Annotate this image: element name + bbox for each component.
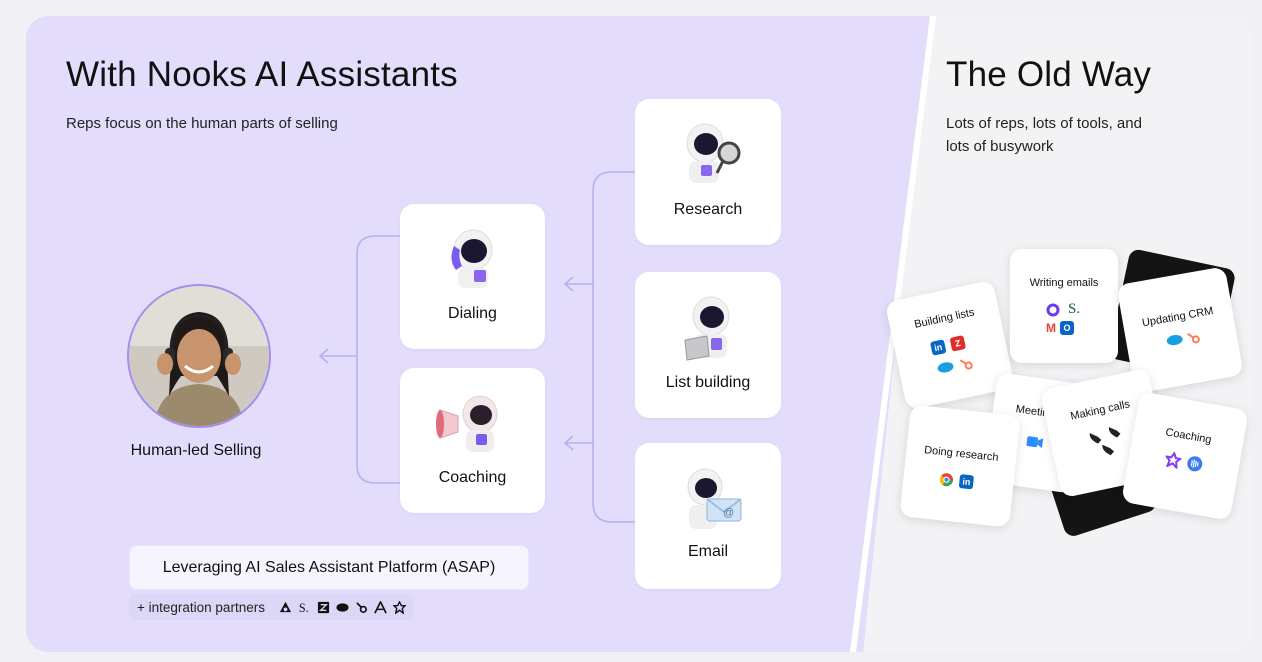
- astronaut-megaphone-icon: [436, 395, 498, 452]
- linkedin-icon: in: [958, 474, 975, 490]
- outlook-icon: O: [1060, 321, 1074, 335]
- human-avatar: [127, 284, 271, 428]
- nooks-subtitle: Reps focus on the human parts of selling: [66, 115, 338, 132]
- tile-building-lists-logos: in Z: [929, 335, 967, 356]
- integration-partners-label: + integration partners: [137, 599, 265, 615]
- coaching-card: Coaching: [400, 368, 545, 513]
- tile-building-lists: Building lists in Z: [884, 279, 1016, 411]
- phone-icons: [1089, 427, 1121, 456]
- tile-writing-emails-logos: S.: [1046, 301, 1080, 318]
- tile-coaching-label: Coaching: [1164, 426, 1213, 447]
- salesforce-icon: [937, 362, 954, 373]
- right-bracket-line: [592, 171, 635, 523]
- outreach-icon: [1046, 303, 1060, 316]
- coaching-label: Coaching: [438, 469, 507, 486]
- arrow-to-coaching-head: [563, 435, 574, 451]
- hubspot-icon: [959, 359, 973, 370]
- email-card: @ Email: [635, 443, 781, 589]
- zoom-icon: [1026, 436, 1044, 449]
- arrow-to-dialing-head: [563, 276, 574, 292]
- tile-writing-emails: Writing emails S. M O: [1010, 249, 1118, 363]
- asap-platform-box: Leveraging AI Sales Assistant Platform (…: [129, 545, 529, 590]
- tile-doing-research: Doing research in: [899, 404, 1021, 528]
- tile-writing-emails-logos-2: M O: [1046, 321, 1074, 335]
- tile-making-calls: Making calls: [1039, 367, 1171, 499]
- hubspot-icon: [356, 601, 367, 613]
- gmail-icon: M: [1046, 321, 1056, 335]
- astronaut-envelope-icon: [687, 468, 742, 529]
- tile-meetings: Meetings: [982, 372, 1088, 494]
- tile-coaching-logos: [1164, 450, 1204, 473]
- zoominfo-icon: [317, 601, 330, 613]
- tile-building-lists-label: Building lists: [913, 306, 976, 331]
- list-building-label: List building: [665, 374, 751, 391]
- linkedin-icon: in: [929, 339, 947, 356]
- old-way-subtitle-line1: Lots of reps, lots of tools, and: [946, 115, 1142, 132]
- dialing-label: Dialing: [448, 305, 497, 322]
- old-way-subtitle-line2: lots of busywork: [946, 138, 1054, 155]
- salesloft-icon: S.: [1068, 301, 1081, 317]
- astronaut-phone-icon: [451, 229, 493, 288]
- old-way-title: The Old Way: [946, 55, 1152, 94]
- chrome-icon: [939, 473, 953, 487]
- gong-icon: [392, 600, 406, 614]
- research-card: Research: [635, 99, 781, 245]
- dialing-card: Dialing: [400, 204, 545, 349]
- gong-icon: [1164, 450, 1183, 470]
- nooks-title: With Nooks AI Assistants: [66, 55, 458, 94]
- list-building-card: List building: [635, 272, 781, 418]
- svg-text:S.: S.: [299, 601, 309, 614]
- tile-doing-research-label: Doing research: [923, 444, 999, 464]
- tile-doing-research-logos: in: [939, 472, 975, 490]
- salesforce-icon: [336, 602, 349, 612]
- integration-partners-bar: + integration partners S.: [129, 594, 414, 620]
- zoominfo-icon: Z: [949, 335, 967, 352]
- tile-updating-crm-label: Updating CRM: [1141, 305, 1215, 330]
- partner-logos: S.: [279, 600, 406, 614]
- salesloft-icon: S.: [299, 601, 309, 614]
- salesforce-icon: [1166, 334, 1183, 346]
- hubspot-icon: [1187, 332, 1200, 344]
- tile-coaching: Coaching: [1121, 391, 1249, 521]
- astronaut-magnifier-icon: [686, 123, 741, 183]
- astronaut-laptop-icon: [684, 296, 730, 361]
- research-label: Research: [673, 201, 743, 218]
- tile-writing-emails-label: Writing emails: [1029, 277, 1099, 289]
- person-with-headset-icon: [129, 286, 269, 426]
- tile-building-lists-logos-2: [936, 356, 974, 377]
- partner-drop-icon: [279, 601, 292, 612]
- tile-updating-crm: Updating CRM: [1116, 266, 1244, 394]
- arrow-to-human-head: [318, 348, 329, 364]
- apollo-icon: [374, 600, 387, 613]
- email-label: Email: [687, 543, 728, 560]
- left-bracket-line: [356, 235, 400, 484]
- email-at-glyph: @: [723, 507, 735, 519]
- human-led-selling-label: Human-led Selling: [130, 442, 262, 459]
- chorus-icon: [1187, 456, 1203, 472]
- tile-updating-crm-logos: [1166, 330, 1202, 350]
